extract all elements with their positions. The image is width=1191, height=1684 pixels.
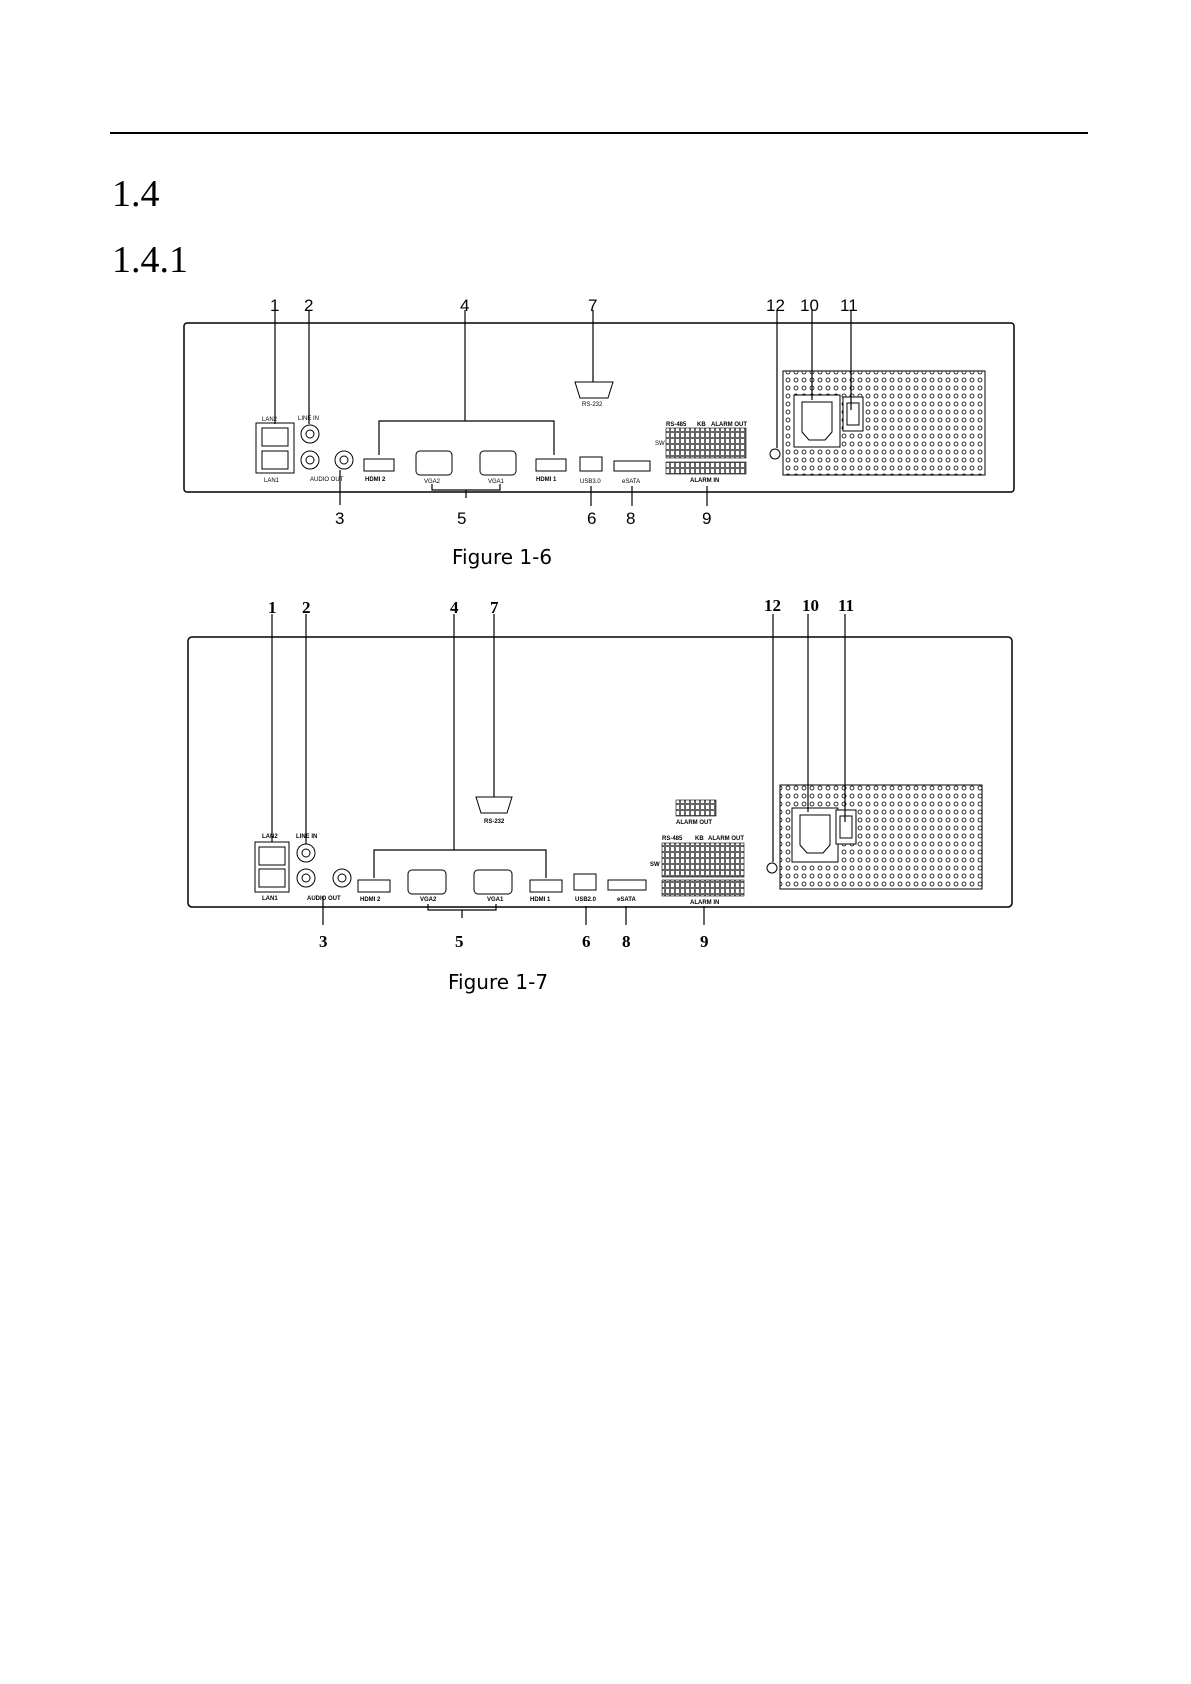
svg-text:9: 9 [700,932,709,951]
svg-text:LAN2: LAN2 [262,834,278,840]
esata-port [607,879,647,891]
lan2-label: LAN2 [262,417,278,423]
power-supply [769,370,986,476]
callout-numbers: 1 2 3 4 5 6 7 8 9 10 11 12 [268,596,854,951]
figure-1-7-rear-panel: LAN2 LAN1 LINE IN AUDIO OUT HDMI 2 VGA2 … [187,596,1013,951]
header-rule [110,132,1088,134]
svg-text:11: 11 [838,596,854,615]
svg-text:ALARM OUT: ALARM OUT [676,820,712,826]
svg-text:RS-485: RS-485 [666,422,687,428]
svg-text:6: 6 [582,932,591,951]
callout-lines [271,614,846,925]
subsection-heading: 1.4.1 [112,239,188,281]
video-ports: HDMI 2 VGA2 VGA1 HDMI 1 [357,869,563,903]
svg-text:3: 3 [335,509,344,528]
svg-text:HDMI 2: HDMI 2 [360,897,381,903]
lan1-label: LAN1 [264,478,280,484]
svg-text:SW: SW [650,862,660,868]
svg-text:12: 12 [766,296,785,315]
svg-text:KB: KB [697,422,706,428]
usb-port [573,873,597,891]
svg-text:10: 10 [802,596,819,615]
svg-text:ALARM OUT: ALARM OUT [708,836,744,842]
esata-label: eSATA [622,479,640,485]
svg-text:2: 2 [304,296,313,315]
svg-text:4: 4 [450,598,459,617]
audio-ports: LINE IN AUDIO OUT [296,834,352,902]
rs232-label: RS-232 [582,402,603,408]
svg-text:4: 4 [460,296,469,315]
svg-text:9: 9 [702,509,711,528]
svg-text:2: 2 [302,598,311,617]
svg-text:5: 5 [455,932,464,951]
figure-1-6-caption: Figure 1-6 [452,545,553,569]
svg-text:6: 6 [587,509,596,528]
usb-port [579,456,603,472]
audio-ports: LINE IN AUDIO OUT [298,416,354,483]
lan-ports: LAN2 LAN1 [255,417,295,484]
callout-numbers: 1 2 3 4 5 6 7 8 9 10 11 12 [270,296,858,528]
esata-port [613,460,651,472]
svg-text:10: 10 [800,296,819,315]
svg-text:RS-232: RS-232 [484,819,505,825]
alarm-terminal-block: RS-485 KB ALARM OUT SW ALARM IN [655,422,747,484]
svg-text:AUDIO OUT: AUDIO OUT [307,896,341,902]
hdmi2-label: HDMI 2 [365,477,386,483]
svg-text:LAN1: LAN1 [262,896,278,902]
svg-text:KB: KB [695,836,704,842]
rs232-port [574,381,614,399]
svg-text:SW: SW [655,441,665,447]
figure-1-6-rear-panel: LAN2 LAN1 LINE IN AUDIO OUT HDMI 2 VGA2 … [183,296,1015,528]
video-ports: HDMI 2 VGA2 VGA1 HDMI 1 [363,450,567,485]
rs232-port [475,796,513,814]
lan-ports: LAN2 LAN1 [254,834,290,902]
svg-text:LINE IN: LINE IN [296,834,317,840]
svg-text:8: 8 [622,932,631,951]
svg-text:1: 1 [268,598,277,617]
svg-text:eSATA: eSATA [617,897,636,903]
hdmi1-label: HDMI 1 [536,477,557,483]
usb-label: USB3.0 [580,479,601,485]
svg-text:HDMI 1: HDMI 1 [530,897,551,903]
svg-text:USB2.0: USB2.0 [575,897,597,903]
svg-text:7: 7 [490,598,499,617]
svg-text:VGA1: VGA1 [487,897,504,903]
figure-1-7-caption: Figure 1-7 [448,970,549,994]
svg-text:11: 11 [840,296,858,315]
svg-text:1: 1 [270,296,279,315]
svg-text:ALARM IN: ALARM IN [690,478,719,484]
power-supply [766,784,983,890]
svg-text:5: 5 [457,509,466,528]
vga1-label: VGA1 [488,479,505,485]
svg-text:7: 7 [588,296,597,315]
alarm-terminal-block: ALARM OUT RS-485 KB ALARM OUT SW ALARM I… [650,799,744,906]
svg-text:8: 8 [626,509,635,528]
audio-out-label: AUDIO OUT [310,477,344,483]
svg-text:ALARM OUT: ALARM OUT [711,422,747,428]
callout-lines [274,310,852,506]
vga2-label: VGA2 [424,479,441,485]
svg-text:3: 3 [319,932,328,951]
svg-text:12: 12 [764,596,781,615]
section-heading: 1.4 [112,173,160,215]
svg-text:RS-485: RS-485 [662,836,683,842]
svg-text:VGA2: VGA2 [420,897,437,903]
svg-text:ALARM IN: ALARM IN [690,900,719,906]
